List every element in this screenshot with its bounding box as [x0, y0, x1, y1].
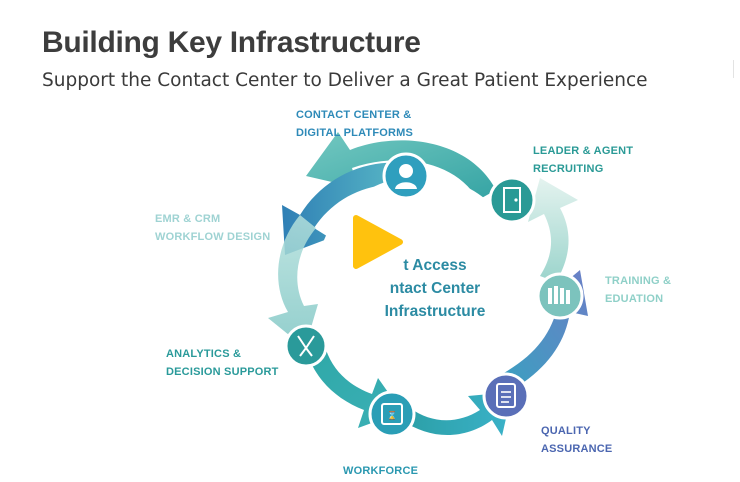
label-analytics-line1: ANALYTICS & [166, 348, 242, 360]
slide-title: Building Key Infrastructure [42, 26, 421, 59]
label-emr-line1: EMR & CRM [155, 213, 221, 225]
label-leader-agent: LEADER & AGENT RECRUITING [533, 142, 633, 178]
door-icon [488, 176, 536, 224]
arrow-left [268, 215, 318, 348]
edge-divider [733, 60, 740, 78]
center-caption: t Access ntact Center Infrastructure [360, 254, 510, 323]
label-training-line2: EDUATION [605, 293, 664, 305]
label-leader-agent-line1: LEADER & AGENT [533, 145, 634, 157]
label-quality: QUALITY ASSURANCE [541, 422, 612, 458]
label-analytics-line2: DECISION SUPPORT [166, 366, 279, 378]
play-icon [353, 215, 403, 269]
label-contact-center: CONTACT CENTER & DIGITAL PLATFORMS [296, 106, 413, 142]
arrow-right [528, 178, 578, 282]
headset-agent-icon [382, 152, 430, 200]
label-contact-center-line1: CONTACT CENTER & [296, 109, 412, 121]
schedule-icon: ⌛ [368, 390, 416, 438]
label-workforce-line1: WORKFORCE [343, 465, 419, 477]
label-leader-agent-line2: RECRUITING [533, 163, 604, 175]
label-emr-line2: WORKFLOW DESIGN [155, 231, 271, 243]
center-line-3: Infrastructure [384, 303, 486, 320]
books-icon [536, 272, 584, 320]
slide-subtitle: Support the Contact Center to Deliver a … [42, 70, 648, 91]
center-line-1: t Access [403, 257, 467, 274]
svg-text:⌛: ⌛ [387, 410, 397, 420]
clipboard-icon [482, 372, 530, 420]
label-contact-center-line2: DIGITAL PLATFORMS [296, 127, 414, 139]
label-emr-crm: EMR & CRM WORKFLOW DESIGN [155, 210, 270, 246]
center-line-2: ntact Center [389, 280, 481, 297]
label-quality-line1: QUALITY [541, 425, 591, 437]
label-workforce: WORKFORCE [343, 462, 418, 480]
label-analytics: ANALYTICS & DECISION SUPPORT [166, 345, 279, 381]
arrow-contact [282, 162, 420, 255]
label-training: TRAINING & EDUATION [605, 272, 671, 308]
person-chart-icon [284, 324, 328, 368]
label-quality-line2: ASSURANCE [541, 443, 613, 455]
label-training-line1: TRAINING & [605, 275, 672, 287]
